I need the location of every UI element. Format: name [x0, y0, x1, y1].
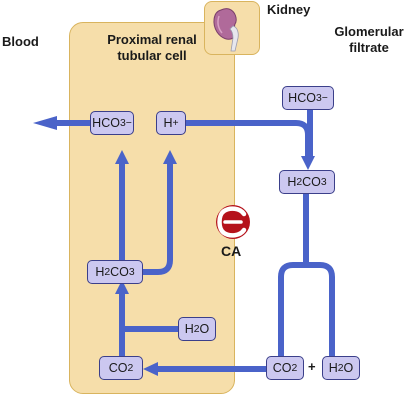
arrowhead-to-cell-h [163, 150, 177, 164]
cell-label-line1: Proximal renal [107, 32, 197, 47]
kidney-icon-box [204, 1, 260, 55]
line-filtrate-split-right [306, 262, 335, 356]
blood-label: Blood [2, 34, 39, 49]
kidney-icon [213, 8, 239, 52]
arrow-h-to-filtrate [186, 120, 311, 156]
filtrate-label-line1: Glomerular [334, 24, 404, 39]
arrowhead-to-blood [33, 116, 57, 130]
arrowhead-to-filtrate-h2co3 [301, 156, 315, 170]
cell-hydrogen-ion-box: H+ [156, 111, 186, 135]
plus-sign: + [308, 359, 316, 374]
arrow-carbonic-acid-to-h [143, 164, 173, 275]
cell-label: Proximal renal tubular cell [80, 32, 224, 64]
arrowhead-to-cell-bicarbonate [115, 150, 129, 164]
arrowhead-to-cell-h2co3 [115, 280, 129, 294]
carbonic-anhydrase-icon [216, 205, 250, 239]
line-filtrate-split-left [278, 194, 309, 356]
arrowhead-co2-in [143, 362, 158, 376]
filtrate-label-line2: filtrate [349, 40, 389, 55]
cell-label-line2: tubular cell [117, 48, 187, 63]
filtrate-label: Glomerular filtrate [328, 24, 410, 56]
kidney-label: Kidney [267, 2, 311, 17]
enzyme-label: CA [221, 243, 242, 259]
